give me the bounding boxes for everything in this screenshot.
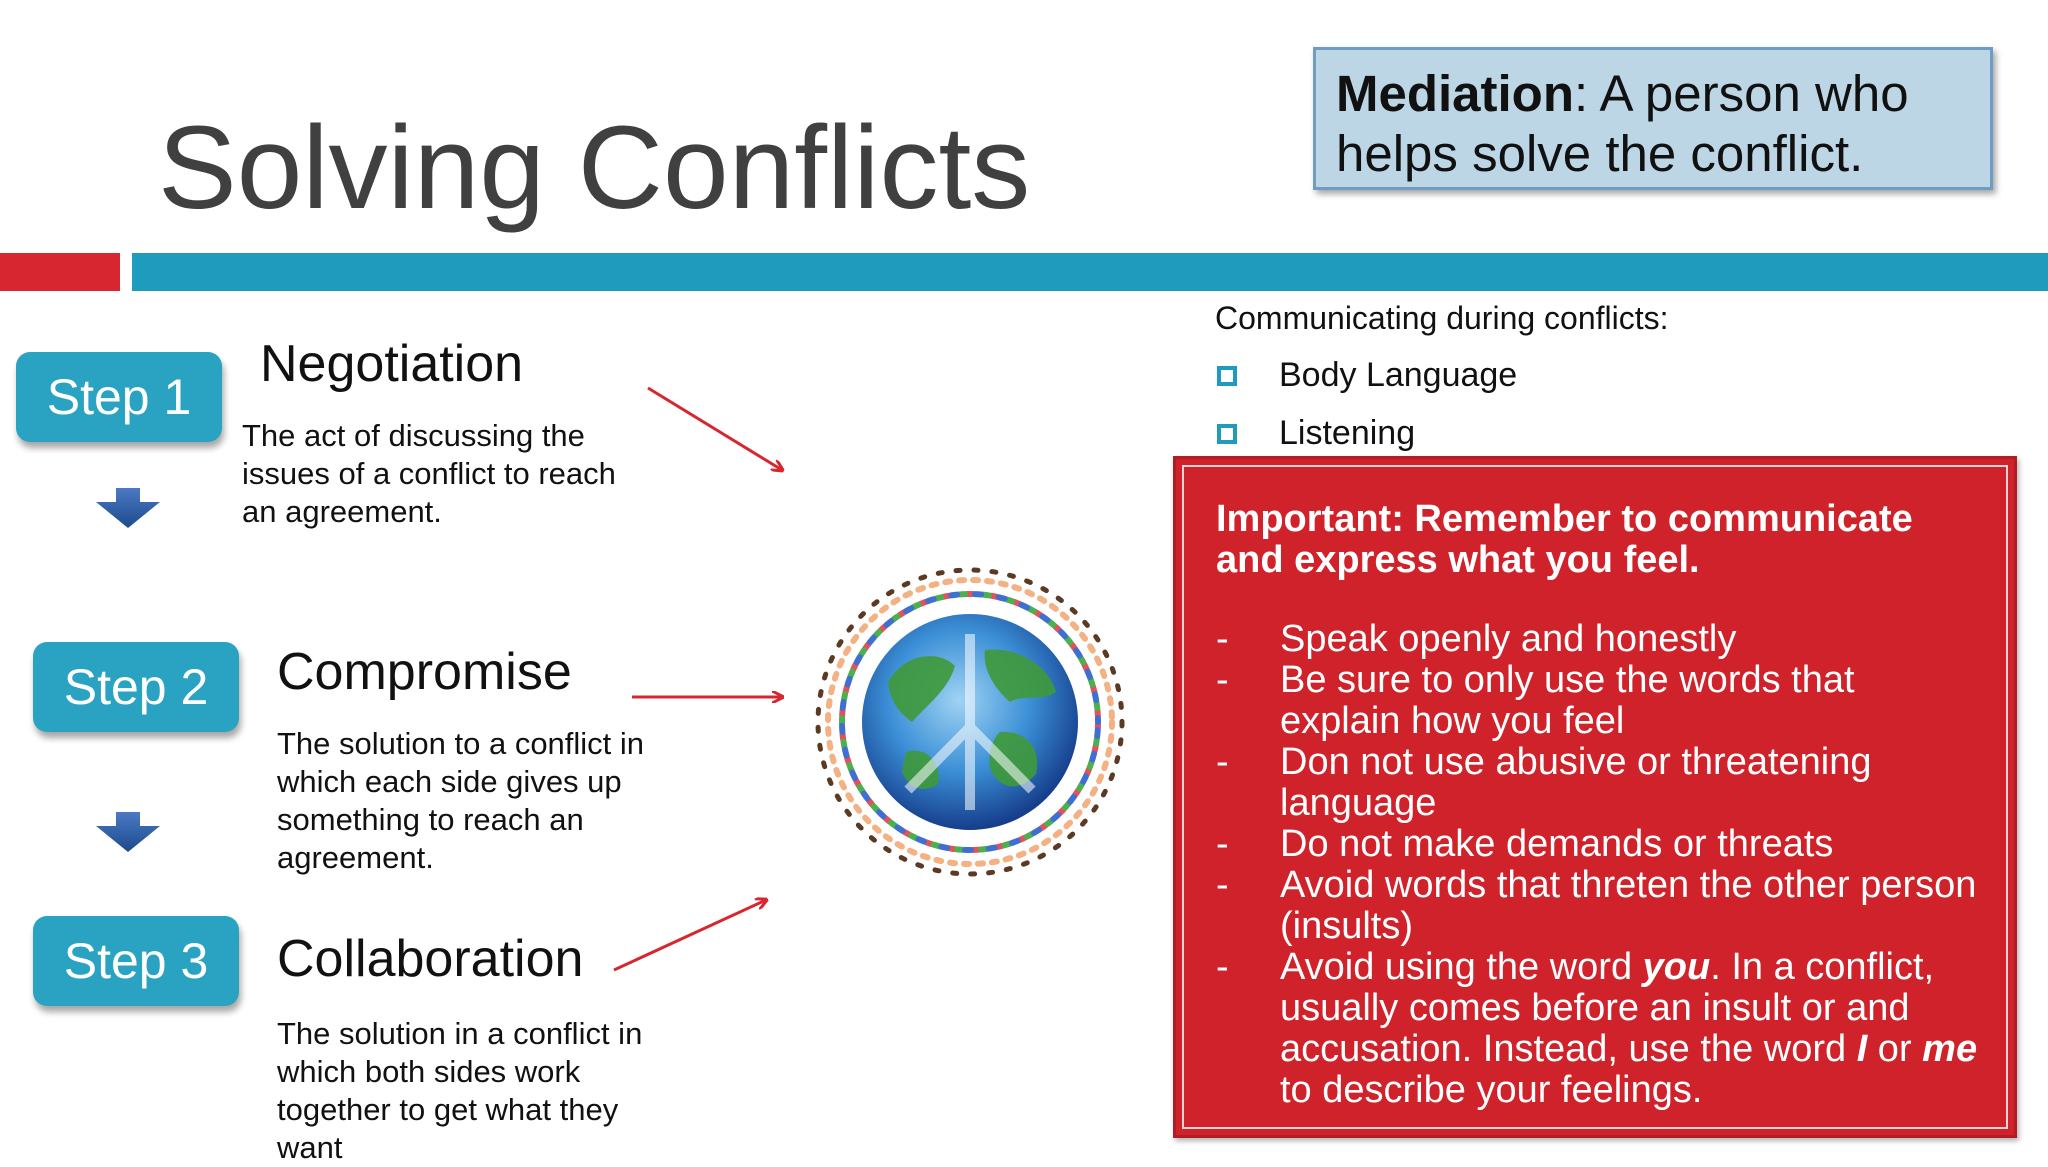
mediation-term: Mediation [1336, 65, 1574, 122]
red-arrow-icon [647, 386, 782, 470]
tip-item: - Don not use abusive or threatening lang… [1216, 742, 1984, 824]
down-arrow-icon [96, 488, 160, 528]
definition-negotiation: The act of discussing the issues of a co… [242, 418, 616, 529]
important-heading: Important: Remember to communicate and e… [1216, 498, 1913, 581]
tip-dash: - [1216, 659, 1229, 701]
definition-compromise: The solution to a conflict in which each… [277, 726, 645, 875]
list-item-label: Listening [1279, 414, 1416, 452]
tip-text-last: Avoid using the word you. In a conflict,… [1280, 947, 1984, 1111]
step-1-button[interactable]: Step 1 [16, 352, 222, 442]
red-arrow-icon [613, 900, 766, 972]
tip-dash: - [1216, 741, 1229, 783]
list-item-label: Body Language [1279, 356, 1518, 394]
tip-dash: - [1216, 864, 1229, 906]
down-arrow-icon [96, 812, 160, 852]
tip-text-part: to describe your feelings. [1280, 1069, 1703, 1111]
definition-collaboration: The solution in a conflict in which both… [277, 1016, 643, 1165]
tip-text: Speak openly and honestly [1280, 618, 1737, 660]
term-collaboration: Collaboration [277, 930, 584, 988]
emphasis-me: me [1922, 1028, 1978, 1070]
tip-text: Don not use abusive or threatening langu… [1280, 741, 1872, 824]
step-3-button[interactable]: Step 3 [33, 916, 239, 1006]
emphasis-you: you [1642, 946, 1711, 988]
square-bullet-icon [1217, 365, 1237, 386]
mediation-definition-box: Mediation: A person who helps solve the … [1313, 47, 1993, 190]
tip-dash: - [1216, 823, 1229, 865]
peace-sign [904, 634, 1036, 810]
term-compromise: Compromise [277, 643, 572, 701]
tip-item: - Avoid words that threten the other pers… [1216, 865, 1984, 947]
globe-peace-kids-illustration [815, 567, 1125, 877]
square-bullet-icon [1217, 423, 1237, 444]
tip-item: - Do not make demands or threats [1216, 824, 1984, 865]
list-item: Listening [1217, 414, 1415, 453]
tip-text-part: . In a conflict, usually comes before an… [1280, 946, 1935, 1070]
kids-ring [815, 567, 1125, 877]
step-2-button[interactable]: Step 2 [33, 642, 239, 732]
mediation-definition: : A person who helps solve the conflict. [1336, 65, 1909, 182]
divider-bar-red [0, 253, 120, 291]
tip-item: - Speak openly and honestly [1216, 619, 1984, 660]
emphasis-i: I [1856, 1028, 1868, 1070]
tip-text-part: Avoid using the word [1280, 946, 1643, 988]
communicating-heading: Communicating during conflicts: [1215, 300, 1669, 336]
page-title: Solving Conflicts [158, 102, 1031, 234]
term-negotiation: Negotiation [260, 335, 524, 393]
tip-text: Do not make demands or threats [1280, 823, 1834, 865]
divider-bar-blue [132, 253, 2048, 291]
list-item: Body Language [1217, 356, 1517, 395]
tip-text: Be sure to only use the words that expla… [1280, 659, 1855, 742]
tip-dash: - [1216, 946, 1229, 988]
tip-dash: - [1216, 618, 1229, 660]
tip-text-part: or [1867, 1028, 1923, 1070]
tip-item: - Avoid using the word you. In a conflict… [1216, 947, 1984, 1111]
tip-text: Avoid words that threten the other perso… [1280, 864, 1977, 947]
important-callout: Important: Remember to communicate and e… [1173, 456, 2017, 1138]
tip-item: - Be sure to only use the words that expl… [1216, 660, 1984, 742]
